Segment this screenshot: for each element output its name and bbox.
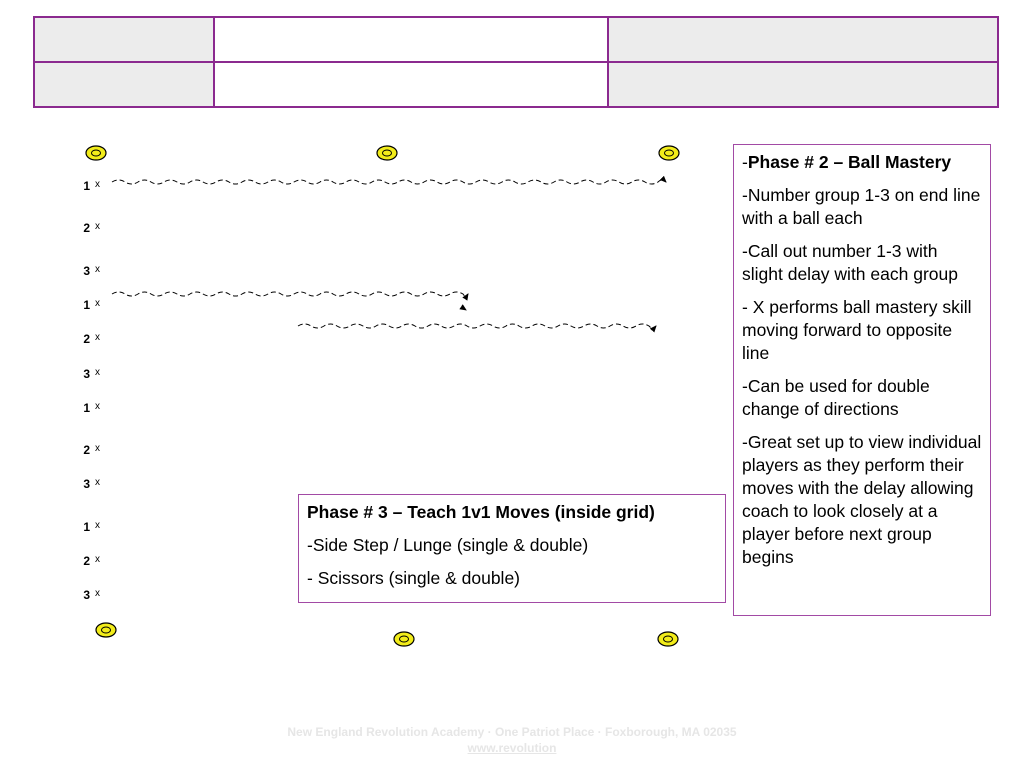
footer-address: New England Revolution Academy · One Pat… bbox=[287, 725, 737, 739]
row-label: 1 bbox=[83, 520, 90, 534]
header-cell bbox=[33, 16, 215, 63]
row-label: 3 bbox=[83, 367, 90, 381]
player-marker: x bbox=[95, 367, 100, 378]
cone-icon bbox=[393, 631, 415, 647]
row-label: 1 bbox=[83, 298, 90, 312]
header-cell bbox=[607, 16, 999, 63]
phase2-bullet: -Can be used for double change of direct… bbox=[742, 376, 930, 419]
player-marker: x bbox=[95, 298, 100, 309]
row-label: 2 bbox=[83, 554, 90, 568]
row-label: 1 bbox=[83, 401, 90, 415]
cone-icon bbox=[658, 145, 680, 161]
player-marker: x bbox=[95, 588, 100, 599]
dribble-path-long bbox=[111, 175, 667, 185]
row-label: 3 bbox=[83, 588, 90, 602]
header-cell bbox=[33, 61, 215, 108]
cone-icon bbox=[85, 145, 107, 161]
header-table bbox=[33, 16, 999, 108]
phase3-title: Phase # 3 – Teach 1v1 Moves (inside grid… bbox=[307, 502, 655, 522]
phase2-box: -Phase # 2 – Ball Mastery -Number group … bbox=[733, 144, 991, 616]
row-label: 3 bbox=[83, 477, 90, 491]
header-cell bbox=[213, 61, 609, 108]
cone-icon bbox=[95, 622, 117, 638]
player-marker: x bbox=[95, 179, 100, 190]
phase3-bullet: -Side Step / Lunge (single & double) bbox=[307, 535, 589, 555]
row-label: 2 bbox=[83, 443, 90, 457]
row-label: 3 bbox=[83, 264, 90, 278]
player-marker: x bbox=[95, 520, 100, 531]
row-label: 2 bbox=[83, 221, 90, 235]
player-marker: x bbox=[95, 401, 100, 412]
phase2-title: -Phase # 2 – Ball Mastery bbox=[742, 152, 952, 172]
player-marker: x bbox=[95, 443, 100, 454]
phase2-bullet: -Great set up to view individual players… bbox=[742, 432, 982, 567]
phase2-bullet: -Call out number 1-3 with slight delay w… bbox=[742, 241, 958, 284]
dribble-path-mid bbox=[111, 291, 469, 301]
header-cell bbox=[213, 16, 609, 63]
player-marker: x bbox=[95, 554, 100, 565]
player-marker: x bbox=[95, 477, 100, 488]
phase3-bullet: - Scissors (single & double) bbox=[307, 568, 520, 588]
phase2-bullet: - X performs ball mastery skill moving f… bbox=[742, 297, 972, 363]
row-label: 1 bbox=[83, 179, 90, 193]
footer-link[interactable]: www.revolution bbox=[467, 741, 557, 755]
player-marker: x bbox=[95, 264, 100, 275]
cone-icon bbox=[376, 145, 398, 161]
header-cell bbox=[607, 61, 999, 108]
phase3-box: Phase # 3 – Teach 1v1 Moves (inside grid… bbox=[298, 494, 726, 603]
cone-icon bbox=[657, 631, 679, 647]
phase2-bullet: -Number group 1-3 on end line with a bal… bbox=[742, 185, 981, 228]
player-marker: x bbox=[95, 221, 100, 232]
phase2-title-text: Phase # 2 – Ball Mastery bbox=[747, 152, 952, 172]
player-marker: x bbox=[95, 332, 100, 343]
row-label: 2 bbox=[83, 332, 90, 346]
dribble-path-lower bbox=[297, 323, 657, 333]
